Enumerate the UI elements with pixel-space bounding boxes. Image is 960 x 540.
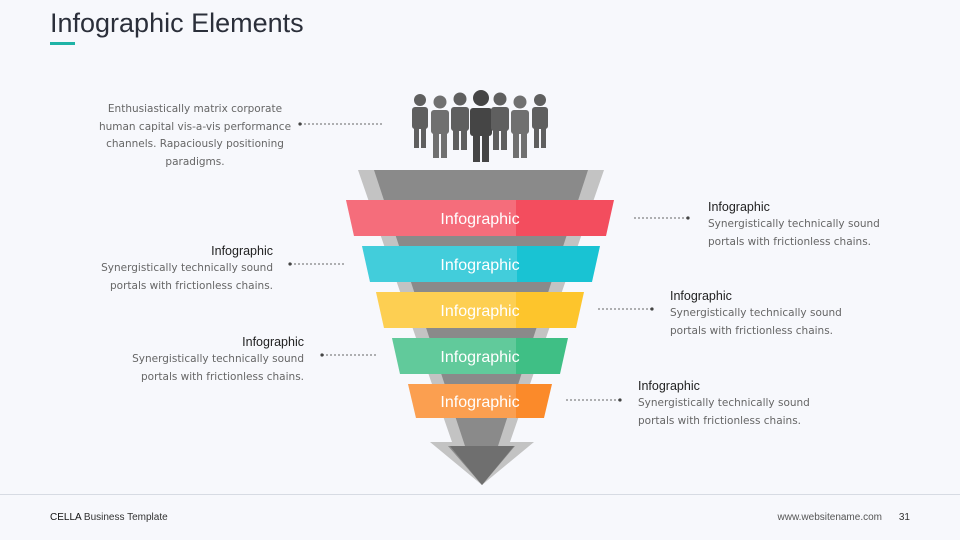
intro-note: Enthusiastically matrix corporate human … (98, 103, 292, 168)
funnel-level-highlight (376, 292, 516, 328)
funnel-arrow-head (450, 446, 514, 485)
funnel-level-shape (408, 384, 552, 418)
template-name: Business Template (83, 512, 168, 523)
funnel-level-highlight (408, 384, 516, 418)
note-heading: Infographic (708, 200, 770, 214)
note-line: Synergistically technically sound (638, 397, 810, 409)
funnel-level-shape (362, 246, 600, 282)
note-3: Infographic Synergistically technically … (670, 287, 870, 340)
funnel-level-highlight (346, 200, 516, 236)
funnel-level-1: Infographic (346, 200, 614, 236)
note-line: portals with frictionless chains. (708, 235, 872, 248)
note-line: portals with frictionless chains. (140, 370, 304, 383)
funnel-level-shape (392, 338, 568, 374)
note-2: Infographic Synergistically technically … (73, 242, 273, 295)
people-group-icon (412, 90, 548, 162)
note-heading: Infographic (242, 335, 304, 349)
note-heading: Infographic (638, 379, 700, 393)
funnel-level-label: Infographic (440, 349, 519, 366)
note-line: portals with frictionless chains. (670, 324, 834, 337)
note-line: Synergistically technically sound (101, 262, 273, 274)
note-heading: Infographic (670, 289, 732, 303)
funnel-level-2: Infographic (362, 246, 600, 282)
connector-lines (288, 122, 690, 402)
note-4: Infographic Synergistically technically … (104, 333, 304, 386)
funnel-level-label: Infographic (440, 257, 519, 274)
note-line: portals with frictionless chains. (109, 279, 273, 292)
footer-divider (0, 494, 960, 495)
funnel-level-shape (346, 200, 614, 236)
note-line: Synergistically technically sound (132, 353, 304, 365)
note-line: portals with frictionless chains. (638, 414, 802, 427)
brand-name: CELLA (50, 512, 82, 523)
page-number: 31 (898, 512, 910, 523)
title-underline (50, 42, 75, 45)
page-title: Infographic Elements (50, 8, 304, 38)
funnel-level-4: Infographic (392, 338, 568, 374)
funnel-level-highlight (392, 338, 516, 374)
funnel-level-shape (376, 292, 584, 328)
funnel-level-label: Infographic (440, 303, 519, 320)
funnel-level-3: Infographic (376, 292, 584, 328)
funnel-level-5: Infographic (408, 384, 552, 418)
funnel-level-label: Infographic (440, 211, 519, 228)
footer-website: www.websitename.com (777, 512, 882, 523)
note-line: Synergistically technically sound (670, 307, 842, 319)
funnel-level-label: Infographic (440, 394, 519, 411)
funnel-level-highlight (362, 246, 517, 282)
note-1: Infographic Synergistically technically … (708, 198, 908, 251)
note-line: Synergistically technically sound (708, 218, 880, 230)
footer-brand: CELLA Business Template (50, 512, 168, 523)
note-5: Infographic Synergistically technically … (638, 377, 838, 430)
note-heading: Infographic (211, 244, 273, 258)
